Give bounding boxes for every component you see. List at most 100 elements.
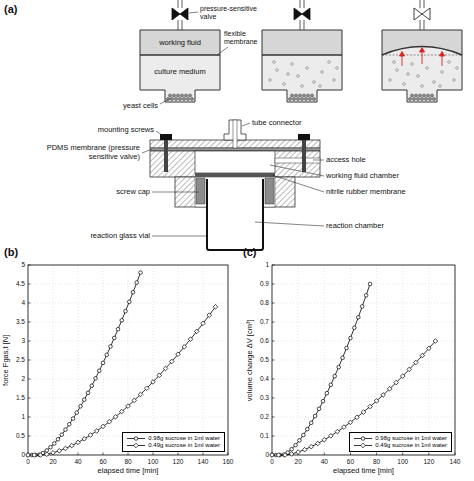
circle-marker <box>97 369 101 373</box>
tick-label: 0.9 <box>260 280 269 287</box>
diamond-marker <box>207 313 212 318</box>
diamond-marker <box>32 453 37 458</box>
diamond-marker <box>194 329 199 334</box>
chart-plot <box>270 265 455 457</box>
circle-marker <box>290 447 294 451</box>
circle-marker <box>356 315 360 319</box>
diamond-marker <box>151 380 156 385</box>
part-label: pressure-sensitive valve <box>200 5 268 21</box>
part-label: screw cap <box>116 188 150 197</box>
tick-label: 20 <box>49 458 56 465</box>
circle-marker <box>360 305 364 309</box>
diamond-marker <box>163 366 168 371</box>
circle-marker <box>309 421 313 425</box>
diamond-marker <box>289 452 294 457</box>
legend-entry: 0.49g sucrose in 1ml water <box>354 442 447 449</box>
grid-line <box>153 265 154 455</box>
circle-marker <box>321 399 325 403</box>
data-line <box>272 284 370 455</box>
diamond-marker <box>201 321 206 326</box>
grid-line <box>324 265 325 455</box>
circle-marker <box>127 300 131 304</box>
plot-frame <box>28 265 228 455</box>
diamond-marker <box>101 424 106 429</box>
tick-label: 140 <box>198 458 209 465</box>
tick-label: 0 <box>265 451 269 458</box>
tick-label: 0.1 <box>260 432 269 439</box>
diamond-marker <box>51 451 56 456</box>
diamond-marker <box>119 409 124 414</box>
tick-label: 120 <box>173 458 184 465</box>
part-label: elapsed time [min] <box>333 467 394 476</box>
diamond-marker <box>132 398 137 403</box>
diamond-marker <box>107 419 112 424</box>
diamond-marker <box>309 444 314 449</box>
circle-marker <box>364 294 368 298</box>
diamond-marker <box>138 392 143 397</box>
grid-line <box>350 265 351 455</box>
circle-marker <box>333 374 337 378</box>
legend-text: 0.49g sucrose in 1ml water <box>148 442 220 449</box>
axis-title: force Fgas,t [N] <box>3 334 12 385</box>
grid-line <box>376 265 377 455</box>
circle-marker <box>317 407 321 411</box>
diamond-marker <box>38 453 43 458</box>
tick-label: 60 <box>99 458 106 465</box>
circle-marker <box>325 391 329 395</box>
circle-marker <box>345 346 349 350</box>
tick-label: 1 <box>21 413 25 420</box>
diamond-marker <box>169 359 174 364</box>
valve-symbol <box>172 8 188 20</box>
tick-label: 120 <box>423 458 434 465</box>
diamond-marker <box>407 367 412 372</box>
circle-marker <box>131 290 135 294</box>
circle-marker <box>337 365 341 369</box>
diamond-marker <box>57 449 62 454</box>
panel-letter: (a) <box>4 3 17 16</box>
diamond-marker <box>433 339 438 344</box>
circle-marker <box>56 437 60 441</box>
diamond-marker <box>413 360 418 365</box>
circle-marker <box>313 414 317 418</box>
circle-marker <box>105 353 109 357</box>
plot-frame <box>272 265 455 455</box>
grid-line <box>272 379 455 380</box>
circle-marker <box>368 282 372 286</box>
data-line <box>28 273 141 455</box>
tick-label: 1 <box>265 261 269 268</box>
diamond-marker <box>420 353 425 358</box>
diamond-marker <box>82 437 87 442</box>
diamond-marker <box>88 433 93 438</box>
tick-label: 2 <box>21 375 25 382</box>
leader-lines <box>142 12 324 236</box>
tick-label: 5 <box>21 261 25 268</box>
diamond-marker <box>157 373 162 378</box>
tick-label: 4 <box>21 299 25 306</box>
tick-label: 60 <box>347 458 354 465</box>
diamond-marker <box>355 415 360 420</box>
tick-label: 40 <box>74 458 81 465</box>
diamond-marker <box>374 399 379 404</box>
diamond-marker <box>387 387 392 392</box>
legend-sample <box>127 442 145 449</box>
tick-label: 0.4 <box>260 375 269 382</box>
grid-line <box>272 360 455 361</box>
circle-marker <box>90 384 94 388</box>
tick-label: 0 <box>21 451 25 458</box>
diamond-marker <box>315 441 320 446</box>
panel-letter: (c) <box>243 246 256 259</box>
circle-marker <box>79 405 83 409</box>
part-label: mounting screws <box>98 126 154 135</box>
legend-sample <box>127 435 145 442</box>
diamond-marker <box>342 425 347 430</box>
diamond-marker <box>276 453 281 458</box>
tick-label: 80 <box>373 458 380 465</box>
circle-marker <box>82 398 86 402</box>
legend-entry: 0.49g sucrose in 1ml water <box>127 442 220 449</box>
circle-marker <box>52 442 56 446</box>
diamond-marker <box>302 447 307 452</box>
tick-label: 0 <box>270 458 274 465</box>
diamond-marker <box>63 446 68 451</box>
grid-line <box>272 341 455 342</box>
